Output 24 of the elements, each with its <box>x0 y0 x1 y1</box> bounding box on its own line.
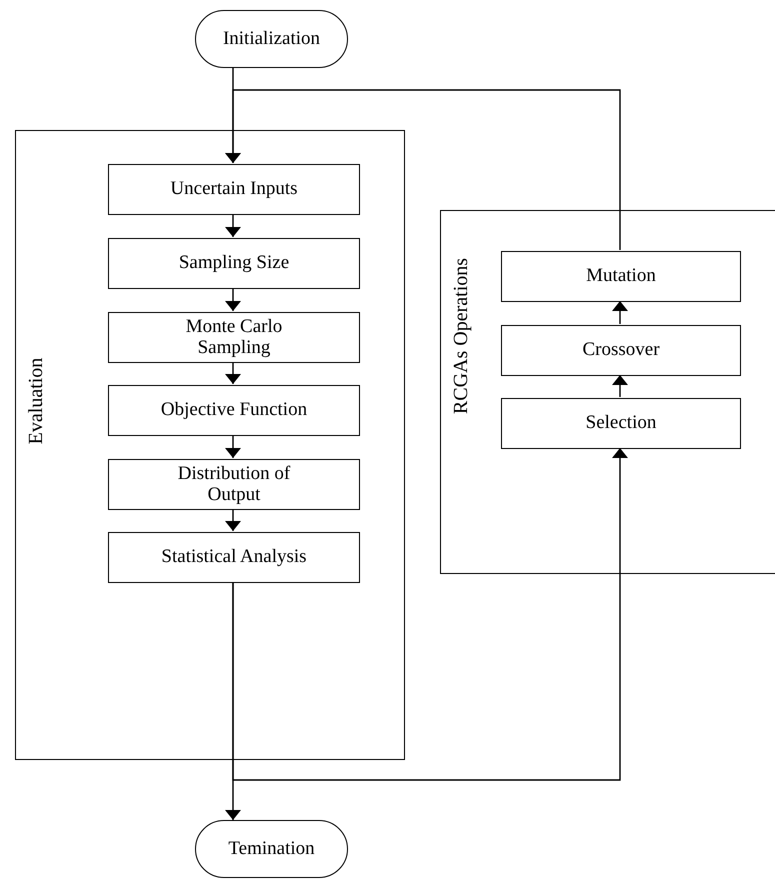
terminal-node: Initialization <box>195 10 348 68</box>
arrow <box>228 288 238 311</box>
process-box: Uncertain Inputs <box>108 164 360 215</box>
process-box: Statistical Analysis <box>108 532 360 583</box>
group-label: RCGAs Operations <box>451 256 471 416</box>
arrow <box>228 509 238 531</box>
arrow <box>228 89 621 250</box>
group-label: Evaluation <box>26 356 46 446</box>
process-box: Monte Carlo Sampling <box>108 312 360 363</box>
process-box: Distribution of Output <box>108 459 360 510</box>
group-frame <box>15 130 405 760</box>
group-frame <box>440 210 775 574</box>
arrow <box>615 301 625 324</box>
process-box: Sampling Size <box>108 238 360 289</box>
arrow <box>232 448 625 781</box>
arrow <box>615 375 625 397</box>
process-box: Mutation <box>501 251 741 302</box>
process-box: Objective Function <box>108 385 360 436</box>
process-box: Crossover <box>501 325 741 376</box>
arrow <box>228 214 238 237</box>
arrow <box>228 362 238 384</box>
arrow <box>228 435 238 458</box>
process-box: Selection <box>501 398 741 449</box>
terminal-node: Temination <box>195 820 348 878</box>
